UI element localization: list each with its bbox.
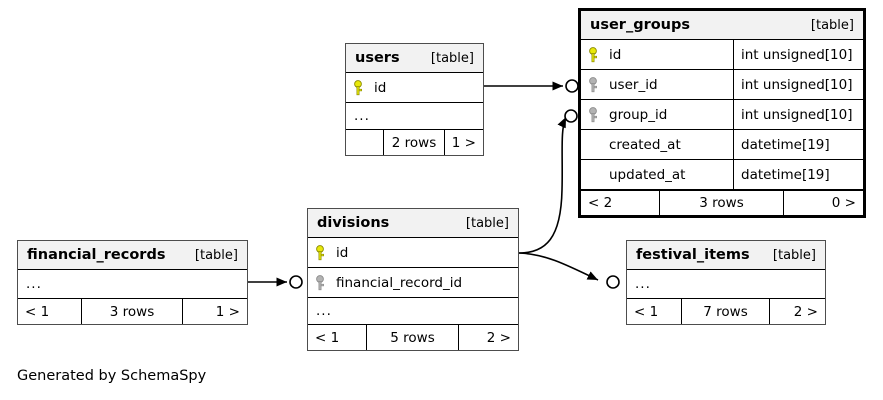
table-users[interactable]: users [table] id ... 2 rows 1 > [345,43,484,156]
column-name: id [609,46,622,63]
table-title: user_groups [590,17,691,33]
table-row[interactable]: id int unsigned[10] [581,40,863,70]
next-page-button[interactable]: 0 > [831,195,856,211]
table-footer-financial-records: < 1 3 rows 1 > [18,299,247,324]
table-header-users: users [table] [346,44,483,73]
next-page-button[interactable]: 1 > [451,134,476,151]
row-count-label: 3 rows [82,299,183,324]
edge-divisions-to-festival-items [518,252,620,289]
column-cell: id [581,40,733,69]
table-kind-label: [table] [772,247,816,263]
edge-divisions-to-user-groups [518,109,578,254]
table-financial-records[interactable]: financial_records [table] ... < 1 3 rows… [17,240,248,325]
table-row[interactable]: id [346,73,483,103]
table-kind-label: [table] [810,17,854,33]
table-header-festival-items: festival_items [table] [627,241,825,270]
column-cell: financial_record_id [308,268,518,297]
column-type: datetime[19] [733,130,863,159]
table-footer-user-groups: < 2 3 rows 0 > [581,190,863,215]
table-festival-items[interactable]: festival_items [table] ... < 1 7 rows 2 … [626,240,826,325]
column-cell: id [346,73,483,102]
prev-page-button[interactable]: < 1 [308,325,367,350]
table-row[interactable]: financial_record_id [308,268,518,298]
more-columns-indicator: ... [346,103,483,130]
column-name: updated_at [609,166,686,183]
column-name: financial_record_id [336,274,463,291]
table-title: divisions [317,215,390,231]
table-footer-divisions: < 1 5 rows 2 > [308,325,518,350]
row-count-label: 3 rows [660,191,785,215]
table-header-divisions: divisions [table] [308,209,518,238]
row-count-label: 2 rows [384,130,445,155]
next-page-button[interactable]: 1 > [215,303,240,320]
table-row[interactable]: id [308,238,518,268]
table-footer-festival-items: < 1 7 rows 2 > [627,299,825,324]
prev-page-button[interactable]: < 2 [581,191,660,215]
foreign-key-icon [589,106,602,123]
table-user-groups[interactable]: user_groups [table] id int unsigned[10] … [578,8,866,218]
prev-page-button[interactable] [346,130,385,155]
table-kind-label: [table] [465,215,509,231]
column-type: int unsigned[10] [733,40,863,69]
table-kind-label: [table] [430,50,474,66]
column-cell: updated_at [581,160,733,189]
column-type: int unsigned[10] [733,70,863,99]
generated-by-label: Generated by SchemaSpy [17,368,207,384]
more-columns-indicator: ... [18,270,247,299]
table-footer-users: 2 rows 1 > [346,130,483,155]
prev-page-button[interactable]: < 1 [18,299,83,324]
column-cell: group_id [581,100,733,129]
column-cell: id [308,238,518,267]
table-title: festival_items [636,247,750,263]
foreign-key-icon [316,274,329,291]
table-row[interactable]: user_id int unsigned[10] [581,70,863,100]
table-title: financial_records [27,247,166,263]
prev-page-button[interactable]: < 1 [627,299,683,324]
primary-key-icon [316,244,329,261]
edge-financial-records-to-divisions [248,275,303,289]
row-count-label: 7 rows [682,299,770,324]
column-name: id [374,79,387,96]
table-row[interactable]: updated_at datetime[19] [581,160,863,190]
edge-users-to-user-groups [484,79,579,93]
next-page-button[interactable]: 2 > [793,303,818,320]
table-header-user-groups: user_groups [table] [581,11,863,40]
column-cell: created_at [581,130,733,159]
more-columns-indicator: ... [627,270,825,299]
table-divisions[interactable]: divisions [table] id financial_record_id… [307,208,519,351]
foreign-key-icon [589,76,602,93]
column-name: id [336,244,349,261]
column-name: group_id [609,106,668,123]
column-name: created_at [609,136,681,153]
column-type: datetime[19] [733,160,863,189]
next-page-button[interactable]: 2 > [486,329,511,346]
table-title: users [355,50,400,66]
column-name: user_id [609,76,658,93]
table-row[interactable]: group_id int unsigned[10] [581,100,863,130]
row-count-label: 5 rows [367,325,460,350]
primary-key-icon [354,79,367,96]
primary-key-icon [589,46,602,63]
table-row[interactable]: created_at datetime[19] [581,130,863,160]
column-cell: user_id [581,70,733,99]
more-columns-indicator: ... [308,298,518,325]
column-type: int unsigned[10] [733,100,863,129]
table-header-financial-records: financial_records [table] [18,241,247,270]
table-kind-label: [table] [194,247,238,263]
